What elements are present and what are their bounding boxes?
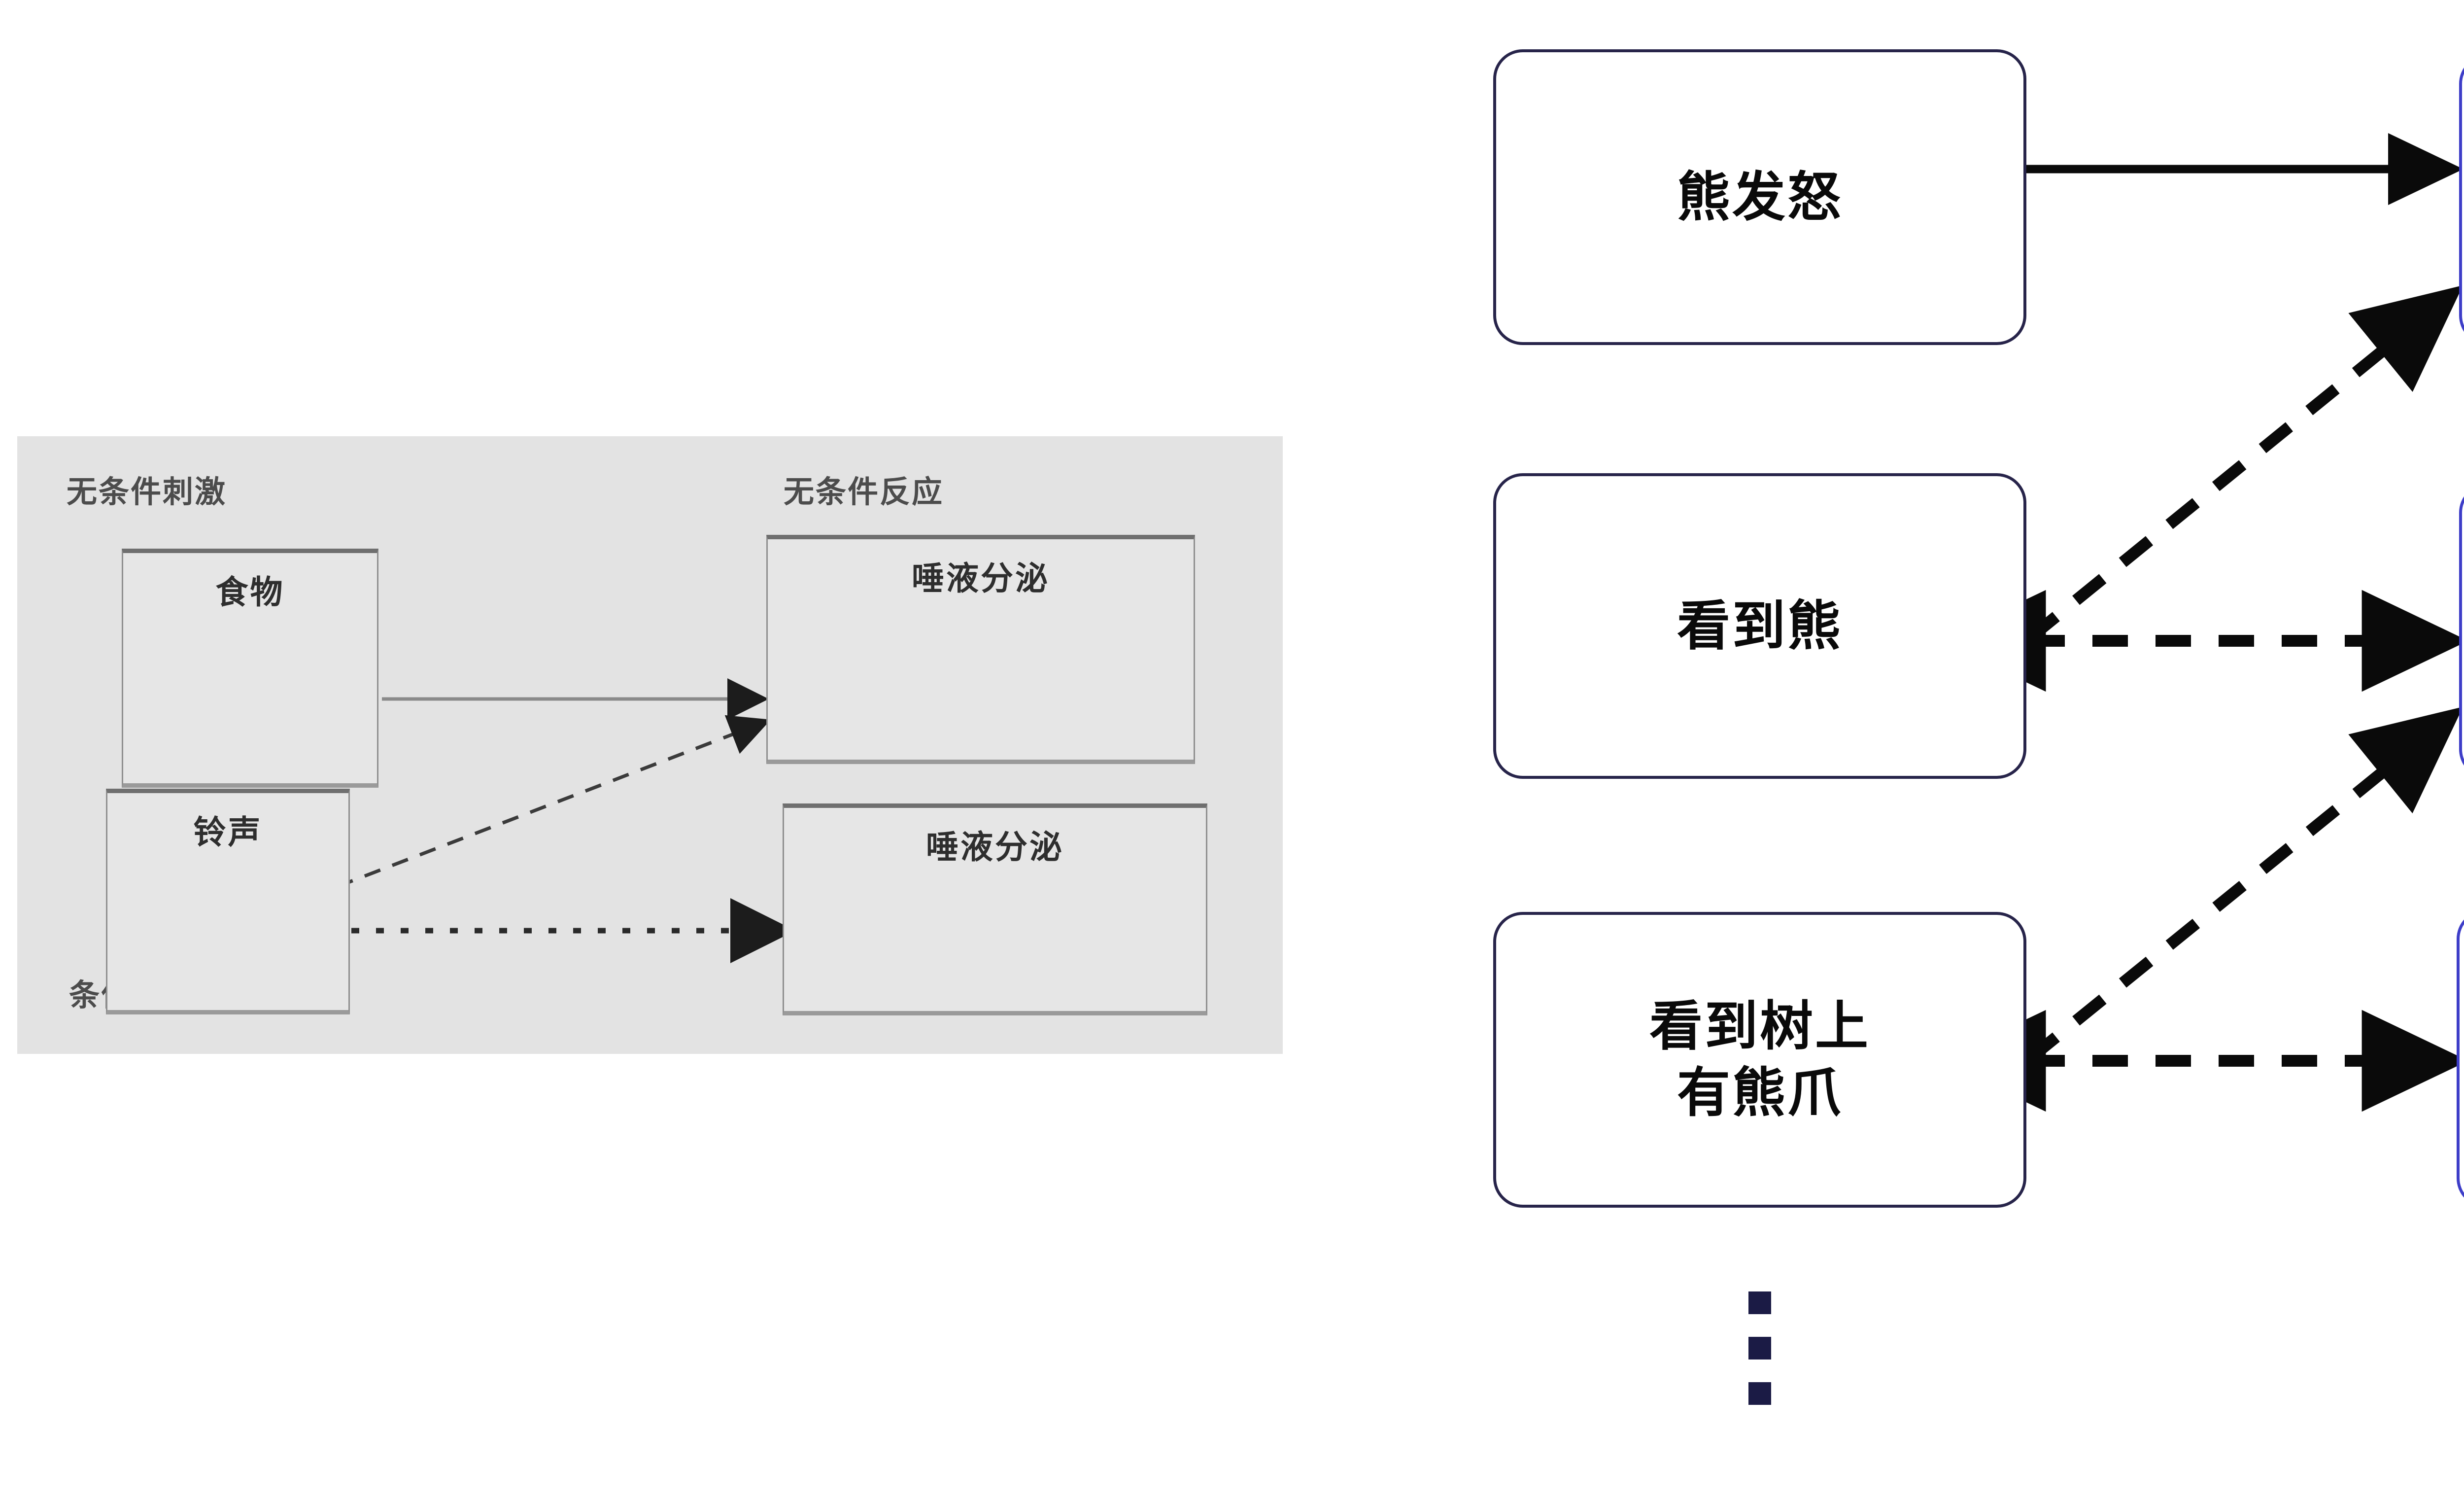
- node-see-claw-tree[interactable]: 看到树上 有熊爪: [1493, 912, 2026, 1208]
- ellipsis-dot: [1748, 1382, 1771, 1405]
- ellipsis-dot: [1748, 1291, 1771, 1314]
- arrow-see-claw-to-v-s-next: [2025, 706, 2464, 1064]
- box-salivation-bottom-label: 唾液分泌: [926, 828, 1064, 866]
- node-bear-angry-label: 熊发怒: [1677, 166, 1843, 228]
- label-unconditioned-stimulus: 无条件刺激: [67, 474, 227, 510]
- left-ellipsis: [1748, 1291, 1771, 1428]
- arrow-see-bear-to-reward: [2025, 285, 2464, 643]
- box-salivation-top: 唾液分泌: [766, 535, 1195, 764]
- classical-conditioning-panel: 无条件刺激 无条件反应 条件刺激 条件反应 食物 唾液分泌 铃声 唾液分泌: [17, 436, 1283, 1054]
- box-food: 食物: [122, 549, 378, 788]
- box-bell-label: 铃声: [193, 813, 263, 851]
- node-see-claw-tree-label: 看到树上 有熊爪: [1649, 996, 1870, 1124]
- box-bell: 铃声: [106, 789, 350, 1014]
- node-v-s-next[interactable]: V(s′): [2459, 483, 2464, 779]
- node-see-bear-label: 看到熊: [1677, 595, 1843, 657]
- node-v-s[interactable]: V(s): [2457, 909, 2464, 1208]
- box-salivation-bottom: 唾液分泌: [783, 803, 1207, 1015]
- node-bear-angry[interactable]: 熊发怒: [1493, 49, 2026, 345]
- ellipsis-dot: [1748, 1337, 1771, 1360]
- box-salivation-top-label: 唾液分泌: [912, 559, 1050, 597]
- node-see-bear[interactable]: 看到熊: [1493, 473, 2026, 779]
- label-unconditioned-response: 无条件反应: [784, 474, 944, 510]
- node-reward[interactable]: 奖励: [2459, 54, 2464, 345]
- box-food-label: 食物: [215, 573, 285, 611]
